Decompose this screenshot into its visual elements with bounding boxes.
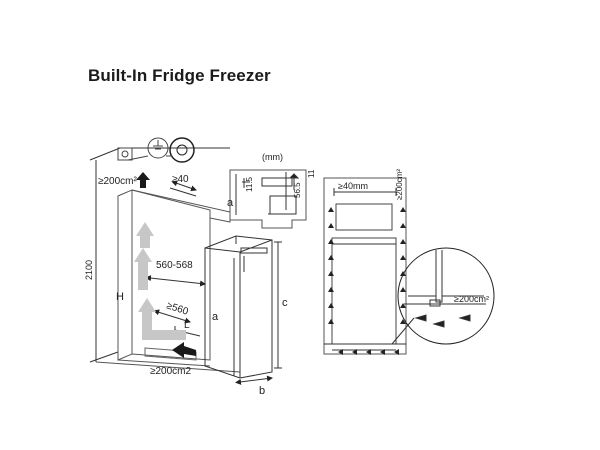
label-c: c [282, 297, 288, 309]
label-vent-side: ≥200cm² [395, 169, 404, 200]
label-dim-11: 11 [307, 169, 316, 178]
airflow-arrow-upper [136, 222, 154, 248]
label-dim-11-5: 11.5 [245, 176, 254, 192]
airflow-arrow-middle [134, 248, 152, 290]
vent-top-arrow [136, 172, 150, 188]
label-vent-bottom: ≥200cm2 [150, 366, 192, 377]
label-height-h: H [116, 291, 124, 303]
label-b: b [259, 385, 265, 397]
label-a-detail: a [227, 197, 234, 209]
airflow-arrows [134, 222, 186, 340]
switch-icon [169, 137, 195, 163]
page-title: Built-In Fridge Freezer [88, 66, 271, 85]
label-l: L [184, 320, 190, 331]
label-a-left: a [212, 311, 219, 323]
label-top-gap: ≥40 [172, 174, 189, 185]
cabinet-3d-view [89, 147, 282, 385]
airflow-arrow-lower [138, 298, 186, 340]
label-width-range: 560-568 [156, 260, 193, 271]
label-vent-detail: ≥200cm² [454, 294, 489, 304]
vent-arrows [136, 172, 196, 358]
label-unit-mm: (mm) [262, 152, 283, 162]
socket-icon [117, 147, 133, 161]
label-side-gap: ≥40mm [338, 181, 368, 191]
label-vent-top: ≥200cm² [98, 176, 138, 187]
label-total-height: 2100 [84, 260, 94, 280]
hinge-detail [229, 169, 307, 229]
label-dim-56-5: 56.5 [293, 182, 302, 198]
vent-detail-circle [397, 247, 495, 345]
vent-arrows-front [328, 207, 406, 355]
vent-bottom-arrow [172, 342, 196, 358]
front-view [323, 177, 415, 355]
ground-icon [147, 137, 169, 159]
